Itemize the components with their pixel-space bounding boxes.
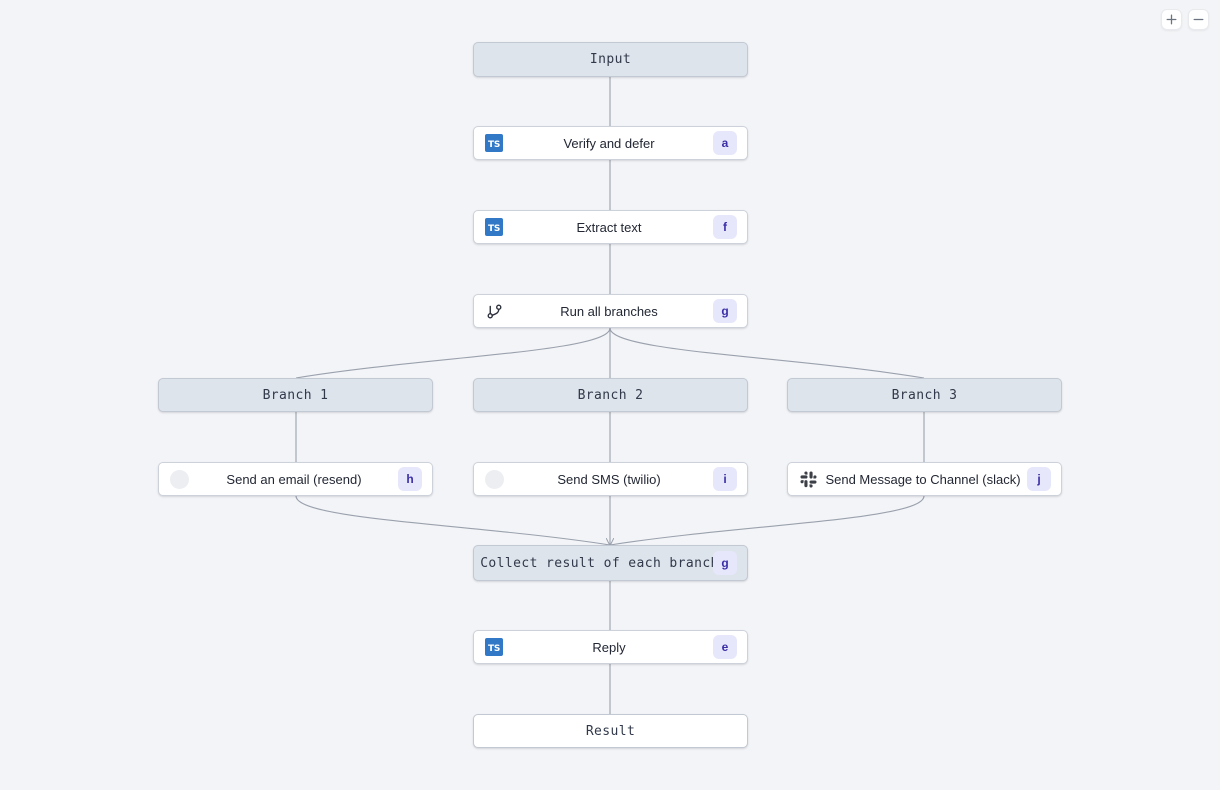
typescript-icon: TS [483, 132, 505, 154]
node-badge[interactable]: a [713, 131, 737, 155]
node-branch-2[interactable]: Branch 2 [473, 378, 748, 412]
node-collect-result[interactable]: Collect result of each branch g [473, 545, 748, 581]
placeholder-circle-icon [168, 468, 190, 490]
node-badge[interactable]: h [398, 467, 422, 491]
node-label: Verify and defer [563, 135, 655, 151]
node-send-message-to-channel[interactable]: Send Message to Channel (slack) j [787, 462, 1062, 496]
git-branch-icon [483, 300, 505, 322]
node-label: Collect result of each branch [480, 555, 719, 571]
node-verify-and-defer[interactable]: TS Verify and defer a [473, 126, 748, 160]
node-input[interactable]: Input [473, 42, 748, 77]
node-label: Branch 3 [891, 387, 958, 403]
node-label: Send Message to Channel (slack) [825, 471, 1021, 487]
edge-runall-branch1 [295, 327, 611, 379]
node-badge[interactable]: g [713, 299, 737, 323]
edge-slack-collect [609, 495, 925, 546]
edge-email-collect [295, 495, 611, 546]
node-label: Reply [592, 639, 626, 655]
node-extract-text[interactable]: TS Extract text f [473, 210, 748, 244]
minus-icon [1193, 14, 1204, 25]
node-label: Extract text [576, 219, 642, 235]
node-send-sms[interactable]: Send SMS (twilio) i [473, 462, 748, 496]
node-badge[interactable]: e [713, 635, 737, 659]
node-branch-3[interactable]: Branch 3 [787, 378, 1062, 412]
typescript-icon: TS [483, 216, 505, 238]
node-label: Run all branches [560, 303, 658, 319]
node-badge[interactable]: i [713, 467, 737, 491]
plus-icon [1166, 14, 1177, 25]
node-badge[interactable]: j [1027, 467, 1051, 491]
node-run-all-branches[interactable]: Run all branches g [473, 294, 748, 328]
node-label: Send an email (resend) [226, 471, 362, 487]
node-send-an-email[interactable]: Send an email (resend) h [158, 462, 433, 496]
node-branch-1[interactable]: Branch 1 [158, 378, 433, 412]
edge-runall-branch3 [609, 327, 925, 379]
zoom-controls [1161, 9, 1209, 30]
node-label: Branch 1 [262, 387, 329, 403]
node-label: Input [589, 52, 632, 67]
node-label: Branch 2 [577, 387, 644, 403]
node-label: Result [585, 723, 636, 739]
slack-icon [797, 468, 819, 490]
node-reply[interactable]: TS Reply e [473, 630, 748, 664]
zoom-out-button[interactable] [1188, 9, 1209, 30]
placeholder-circle-icon [483, 468, 505, 490]
node-badge[interactable]: g [713, 551, 737, 575]
node-result[interactable]: Result [473, 714, 748, 748]
typescript-icon: TS [483, 636, 505, 658]
node-badge[interactable]: f [713, 215, 737, 239]
node-label: Send SMS (twilio) [557, 471, 661, 487]
zoom-in-button[interactable] [1161, 9, 1182, 30]
